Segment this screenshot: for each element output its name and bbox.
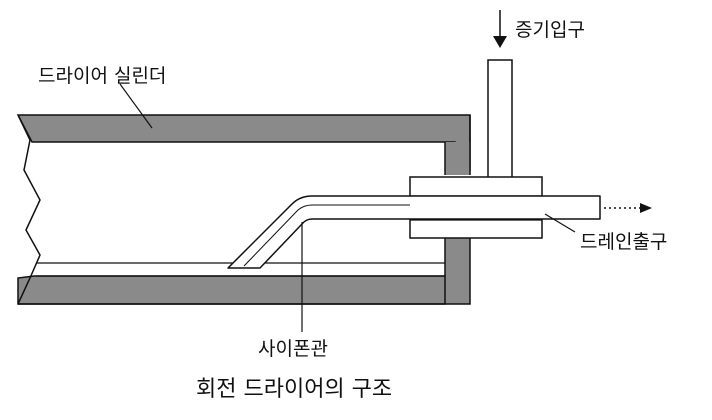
steam-inlet-arrow-icon xyxy=(493,10,507,48)
drain-leader-line xyxy=(544,213,576,233)
cylinder-bottom-wall xyxy=(17,275,446,305)
cylinder-right-wall-lower xyxy=(445,238,470,304)
cylinder-label: 드라이어 실린더 xyxy=(38,65,166,87)
steam-inlet-label: 증기입구 xyxy=(515,19,585,41)
cylinder-leader-line xyxy=(119,83,153,129)
siphon-pipe-inner-line xyxy=(243,204,410,267)
siphon-pipe xyxy=(227,195,601,269)
steam-inlet-pipe-body xyxy=(487,59,513,179)
siphon-pipe-label: 사이폰관 xyxy=(258,338,328,360)
dryer-cylinder-shell xyxy=(16,114,471,305)
cylinder-top-wall xyxy=(16,114,471,171)
cylinder-right-wall-upper xyxy=(445,142,470,175)
siphon-pipe-outer xyxy=(227,195,601,269)
cylinder-right-outline xyxy=(18,115,471,305)
drain-outlet-label: 드레인출구 xyxy=(580,231,667,253)
cylinder-break-line xyxy=(17,114,41,305)
figure-caption: 회전 드라이어의 구조 xyxy=(196,377,392,402)
drain-outlet-arrow-icon xyxy=(604,203,652,213)
steam-inlet-pipe xyxy=(487,59,513,179)
